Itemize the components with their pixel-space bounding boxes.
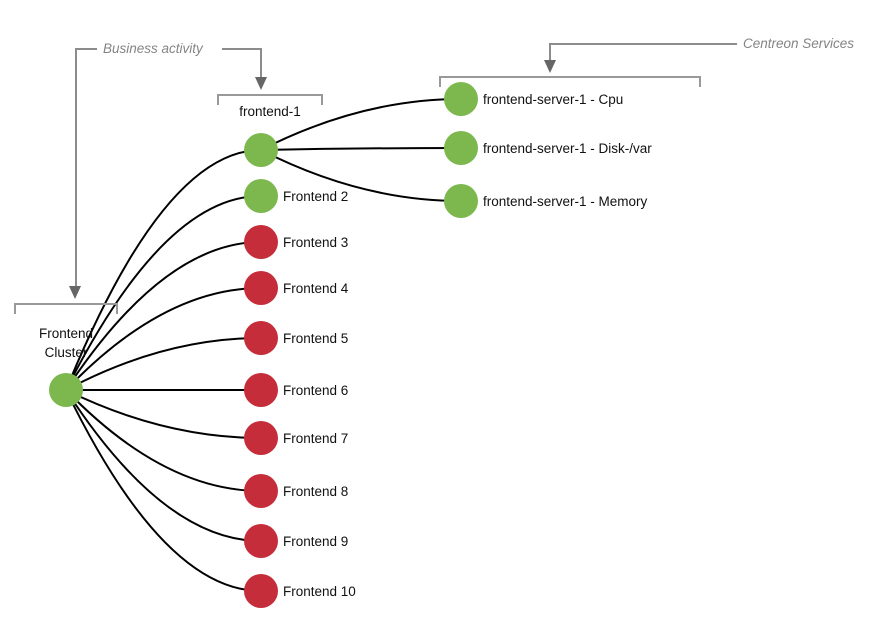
- frontend-cluster-bracket: [14, 303, 118, 314]
- nodes-layer: Frontend 2 Frontend 3 Frontend 4 Frontend 5…: [49, 82, 652, 608]
- node-frontend-1[interactable]: [244, 133, 278, 167]
- edge-frontend-cluster-to-frontend-3: [65, 241, 262, 391]
- node-circle-frontend-server-1-memory-ok[interactable]: [444, 184, 478, 218]
- node-frontend-4[interactable]: Frontend 4: [244, 271, 349, 305]
- node-circle-frontend-4-critical[interactable]: [244, 271, 278, 305]
- centreon-services-annotation: Centreon Services: [439, 36, 854, 87]
- node-circle-frontend-7-critical[interactable]: [244, 421, 278, 455]
- node-frontend-3[interactable]: Frontend 3: [244, 225, 348, 259]
- business-activity-label: Business activity: [103, 41, 204, 56]
- node-circle-frontend-server-1-cpu-ok[interactable]: [444, 82, 478, 116]
- node-label-frontend-7: Frontend 7: [283, 431, 348, 446]
- centreon-services-label: Centreon Services: [743, 36, 854, 51]
- node-circle-frontend-8-critical[interactable]: [244, 474, 278, 508]
- edge-frontend-cluster-to-frontend-8: [65, 389, 262, 492]
- edge-frontend-cluster-to-frontend-7: [65, 389, 262, 439]
- frontend-1-bracket: [217, 94, 323, 105]
- node-frontend-cluster[interactable]: [49, 373, 83, 407]
- node-circle-frontend-6-critical[interactable]: [244, 373, 278, 407]
- node-frontend-server-1-disk[interactable]: frontend-server-1 - Disk-/var: [444, 131, 652, 165]
- node-circle-frontend-10-critical[interactable]: [244, 574, 278, 608]
- edge-frontend-cluster-to-frontend-2: [65, 195, 262, 391]
- node-label-frontend-2: Frontend 2: [283, 189, 348, 204]
- node-frontend-server-1-memory[interactable]: frontend-server-1 - Memory: [444, 184, 648, 218]
- edges-layer: [65, 98, 462, 592]
- node-frontend-6[interactable]: Frontend 6: [244, 373, 348, 407]
- node-frontend-7[interactable]: Frontend 7: [244, 421, 348, 455]
- business-activity-annotation: Business activity: [69, 41, 267, 299]
- business-activity-connector-right: [222, 48, 262, 77]
- frontend-cluster-label-line2: Cluster: [45, 345, 88, 360]
- edge-frontend-cluster-to-frontend-9: [65, 389, 262, 542]
- edge-frontend-1-to-frontend-server-1-memory: [260, 149, 462, 202]
- node-label-frontend-server-1-cpu: frontend-server-1 - Cpu: [483, 92, 623, 107]
- edge-frontend-cluster-to-frontend-4: [65, 287, 262, 391]
- node-label-frontend-10: Frontend 10: [283, 584, 356, 599]
- node-frontend-2[interactable]: Frontend 2: [244, 179, 348, 213]
- edge-frontend-1-to-frontend-server-1-disk: [260, 147, 462, 151]
- node-label-frontend-3: Frontend 3: [283, 235, 348, 250]
- node-circle-frontend-9-critical[interactable]: [244, 524, 278, 558]
- node-frontend-server-1-cpu[interactable]: frontend-server-1 - Cpu: [444, 82, 623, 116]
- node-circle-frontend-3-critical[interactable]: [244, 225, 278, 259]
- node-frontend-10[interactable]: Frontend 10: [244, 574, 356, 608]
- node-label-frontend-server-1-disk: frontend-server-1 - Disk-/var: [483, 141, 652, 156]
- business-activity-connector-left: [75, 48, 97, 286]
- node-label-frontend-8: Frontend 8: [283, 484, 348, 499]
- business-activity-arrowhead-left: [69, 286, 81, 299]
- node-frontend-5[interactable]: Frontend 5: [244, 321, 348, 355]
- node-label-frontend-6: Frontend 6: [283, 383, 348, 398]
- frontend-cluster-group: Frontend Cluster: [14, 303, 118, 360]
- business-activity-arrowhead-right: [255, 77, 267, 90]
- node-circle-frontend-1-ok[interactable]: [244, 133, 278, 167]
- edge-frontend-1-to-frontend-server-1-cpu: [260, 98, 462, 151]
- node-label-frontend-server-1-memory: frontend-server-1 - Memory: [483, 194, 648, 209]
- frontend-1-group: frontend-1: [217, 94, 323, 119]
- centreon-services-connector: [549, 43, 737, 60]
- node-label-frontend-9: Frontend 9: [283, 534, 348, 549]
- edge-frontend-cluster-to-frontend-10: [65, 389, 262, 592]
- frontend-cluster-label-line1: Frontend: [39, 326, 93, 341]
- node-label-frontend-4: Frontend 4: [283, 281, 349, 296]
- node-circle-frontend-5-critical[interactable]: [244, 321, 278, 355]
- services-bracket: [439, 76, 701, 87]
- node-frontend-9[interactable]: Frontend 9: [244, 524, 348, 558]
- frontend-1-label: frontend-1: [239, 104, 301, 119]
- edge-frontend-cluster-to-frontend-5: [65, 337, 262, 391]
- centreon-services-arrowhead: [544, 60, 556, 73]
- node-circle-frontend-server-1-disk-ok[interactable]: [444, 131, 478, 165]
- node-circle-frontend-2-ok[interactable]: [244, 179, 278, 213]
- edge-frontend-cluster-to-frontend-1: [65, 149, 262, 391]
- node-circle-frontend-cluster-ok[interactable]: [49, 373, 83, 407]
- node-label-frontend-5: Frontend 5: [283, 331, 348, 346]
- node-frontend-8[interactable]: Frontend 8: [244, 474, 348, 508]
